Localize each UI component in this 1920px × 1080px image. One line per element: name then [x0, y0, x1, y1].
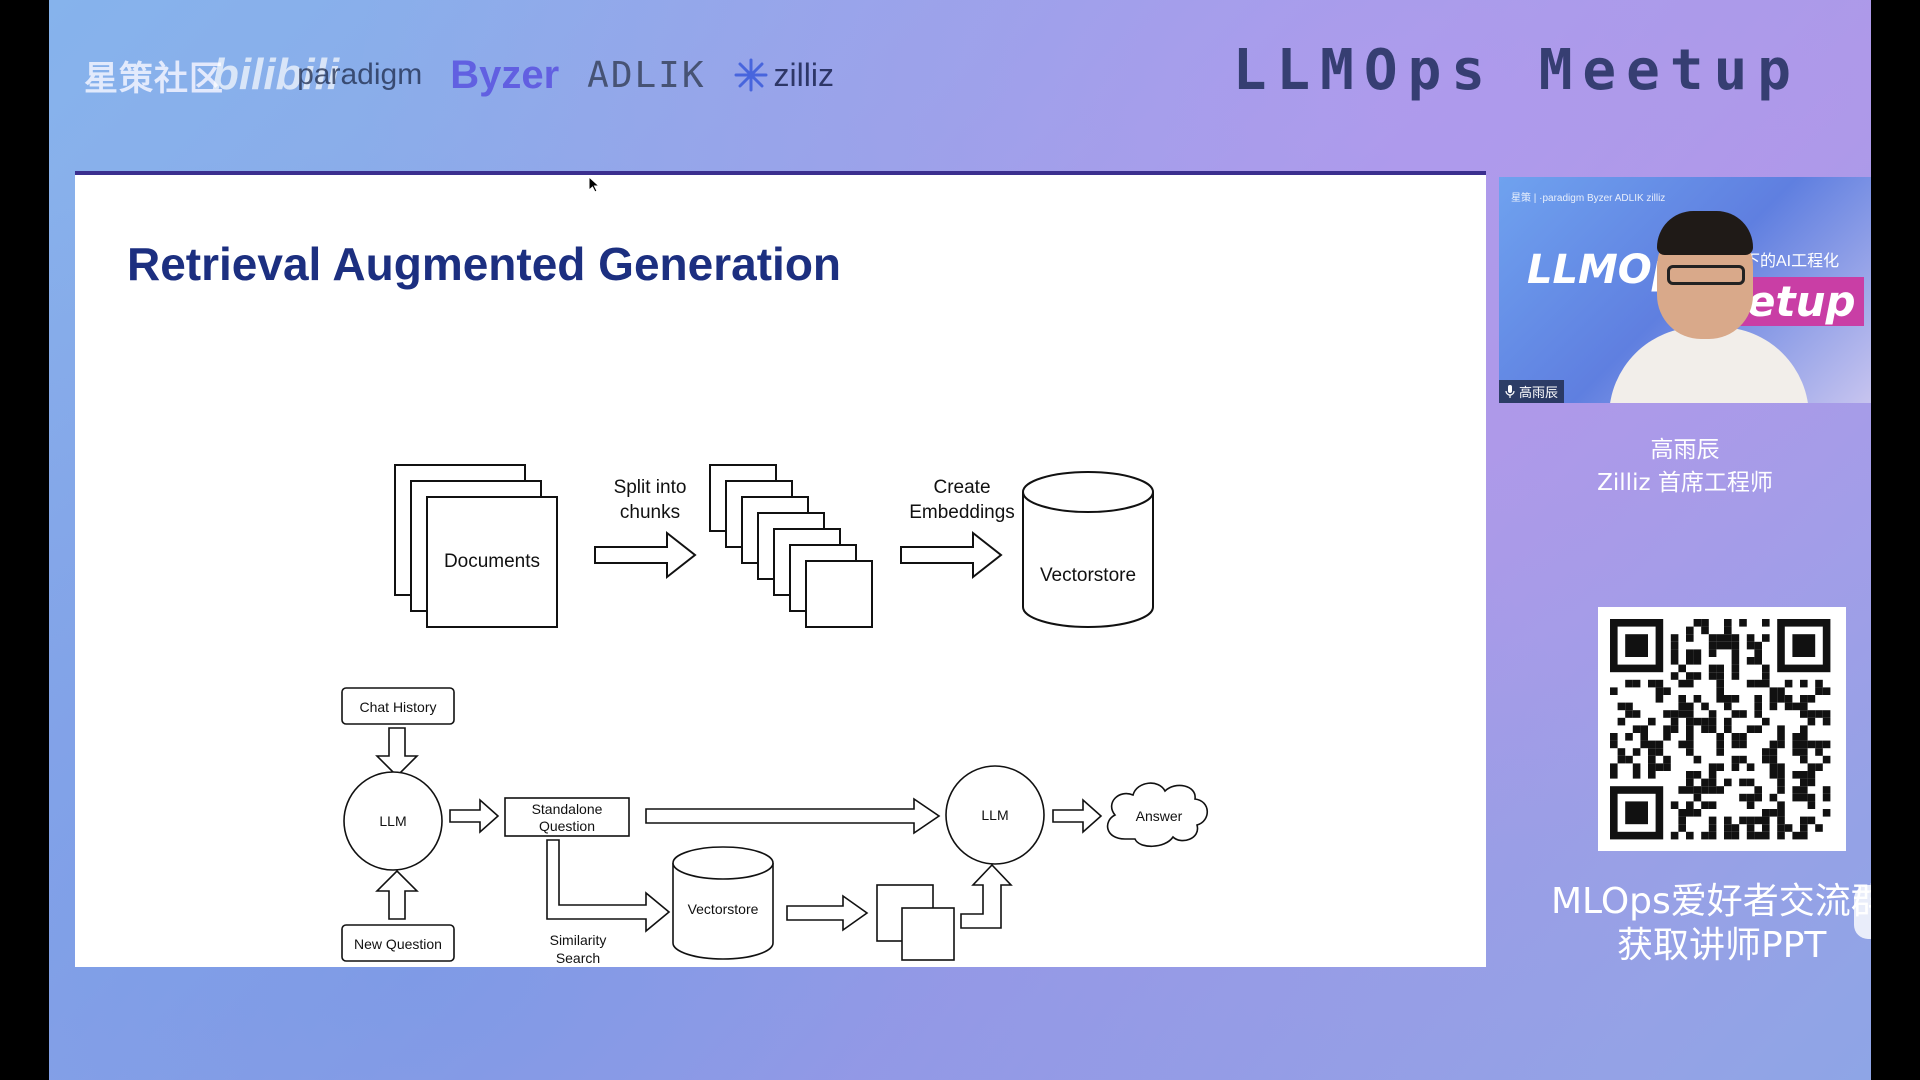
speaker-name: 高雨辰 — [1650, 437, 1720, 463]
similarity-label-line1: Similarity — [550, 932, 607, 948]
similarity-label-line2: Search — [556, 950, 600, 966]
qr-caption-line1: MLOps爱好者交流群 — [1551, 881, 1871, 922]
bilibili-watermark: bilibili — [212, 50, 340, 99]
new-question-box: New Question — [341, 924, 455, 962]
speaker-camera[interactable]: 星策 | ·paradigm Byzer ADLIK zilliz 下的AI工程… — [1499, 177, 1871, 403]
slide-title: Retrieval Augmented Generation — [127, 238, 842, 290]
llm-right-label: LLM — [981, 807, 1008, 823]
adlik-logo: ADLIK — [587, 54, 706, 96]
mouse-cursor-icon — [588, 175, 601, 196]
camera-bg-subtitle: 下的AI工程化 — [1744, 253, 1840, 270]
vectorstore-bottom-label: Vectorstore — [688, 901, 759, 917]
zilliz-logo-text: zilliz — [773, 56, 834, 93]
speaker-glasses — [1667, 265, 1745, 285]
split-arrow — [594, 532, 696, 578]
embed-arrow — [900, 532, 1002, 578]
chunks-stack — [709, 464, 873, 628]
chat-history-label: Chat History — [359, 699, 436, 715]
speaker-hair — [1657, 211, 1753, 255]
standalone-label-line1: Standalone — [532, 801, 603, 817]
zilliz-star-icon — [734, 58, 768, 92]
split-label-line1: Split into — [614, 477, 687, 498]
llm-to-answer-arrow — [1052, 799, 1102, 833]
answer-cloud: Answer — [1106, 782, 1209, 848]
llm-left-label: LLM — [379, 813, 406, 829]
play-button[interactable] — [1854, 885, 1871, 939]
xingce-logo: 星策社区 — [84, 59, 224, 98]
chat-history-arrow — [376, 727, 418, 777]
retrieved-docs — [876, 884, 955, 961]
vectorstore-to-docs-arrow — [786, 894, 869, 932]
qr-caption-line2: 获取讲师PPT — [1617, 925, 1827, 966]
qr-code — [1598, 607, 1846, 851]
standalone-label-line2: Question — [539, 818, 595, 834]
documents-label: Documents — [444, 551, 540, 572]
embed-label-line1: Create — [933, 477, 990, 498]
byzer-logo: Byzer — [450, 52, 560, 97]
embed-label-line2: Embeddings — [909, 502, 1015, 523]
new-question-arrow — [375, 869, 419, 920]
standalone-question-box: Standalone Question — [504, 797, 630, 837]
rag-diagram: Documents Split into chunks Create Embed… — [341, 464, 1209, 966]
chat-history-box: Chat History — [341, 687, 455, 725]
camera-name-tag-text: 高雨辰 — [1519, 385, 1559, 400]
llm-to-standalone-arrow — [449, 799, 499, 833]
llm-left-node: LLM — [343, 771, 443, 871]
new-question-label: New Question — [354, 936, 442, 952]
camera-bg-title: LLMOp — [1527, 247, 1681, 293]
answer-label: Answer — [1136, 808, 1183, 824]
speaker-title: Zilliz 首席工程师 — [1597, 470, 1773, 496]
event-title: LLMOps Meetup — [1232, 38, 1801, 103]
vectorstore-top-label: Vectorstore — [1040, 565, 1136, 586]
vectorstore-top: Vectorstore — [1022, 471, 1154, 628]
left-letterbox — [0, 0, 49, 1080]
docs-to-llm-arrow — [960, 863, 1013, 929]
zilliz-logo: zilliz — [734, 57, 834, 94]
paradigm-logo: paradigm — [297, 58, 423, 91]
llm-right-node: LLM — [945, 765, 1045, 865]
documents-stack: Documents — [394, 464, 558, 628]
presentation-slide: Retrieval Augmented Generation Documents — [75, 171, 1486, 967]
camera-bg-title2: etup — [1739, 277, 1864, 326]
camera-name-tag: 高雨辰 — [1499, 380, 1565, 403]
right-letterbox — [1871, 0, 1920, 1080]
microphone-icon — [1505, 384, 1515, 398]
camera-bg-logos: 星策 | ·paradigm Byzer ADLIK zilliz — [1511, 193, 1666, 204]
sponsor-logos: 星策社区 bilibili paradigm Byzer ADLIK zilli… — [84, 45, 834, 105]
standalone-to-llm-arrow — [645, 797, 941, 835]
video-stage[interactable]: 星策社区 bilibili paradigm Byzer ADLIK zilli… — [49, 0, 1871, 1080]
vectorstore-bottom: Vectorstore — [672, 846, 774, 960]
similarity-arrow — [546, 839, 671, 933]
split-label-line2: chunks — [620, 502, 680, 523]
